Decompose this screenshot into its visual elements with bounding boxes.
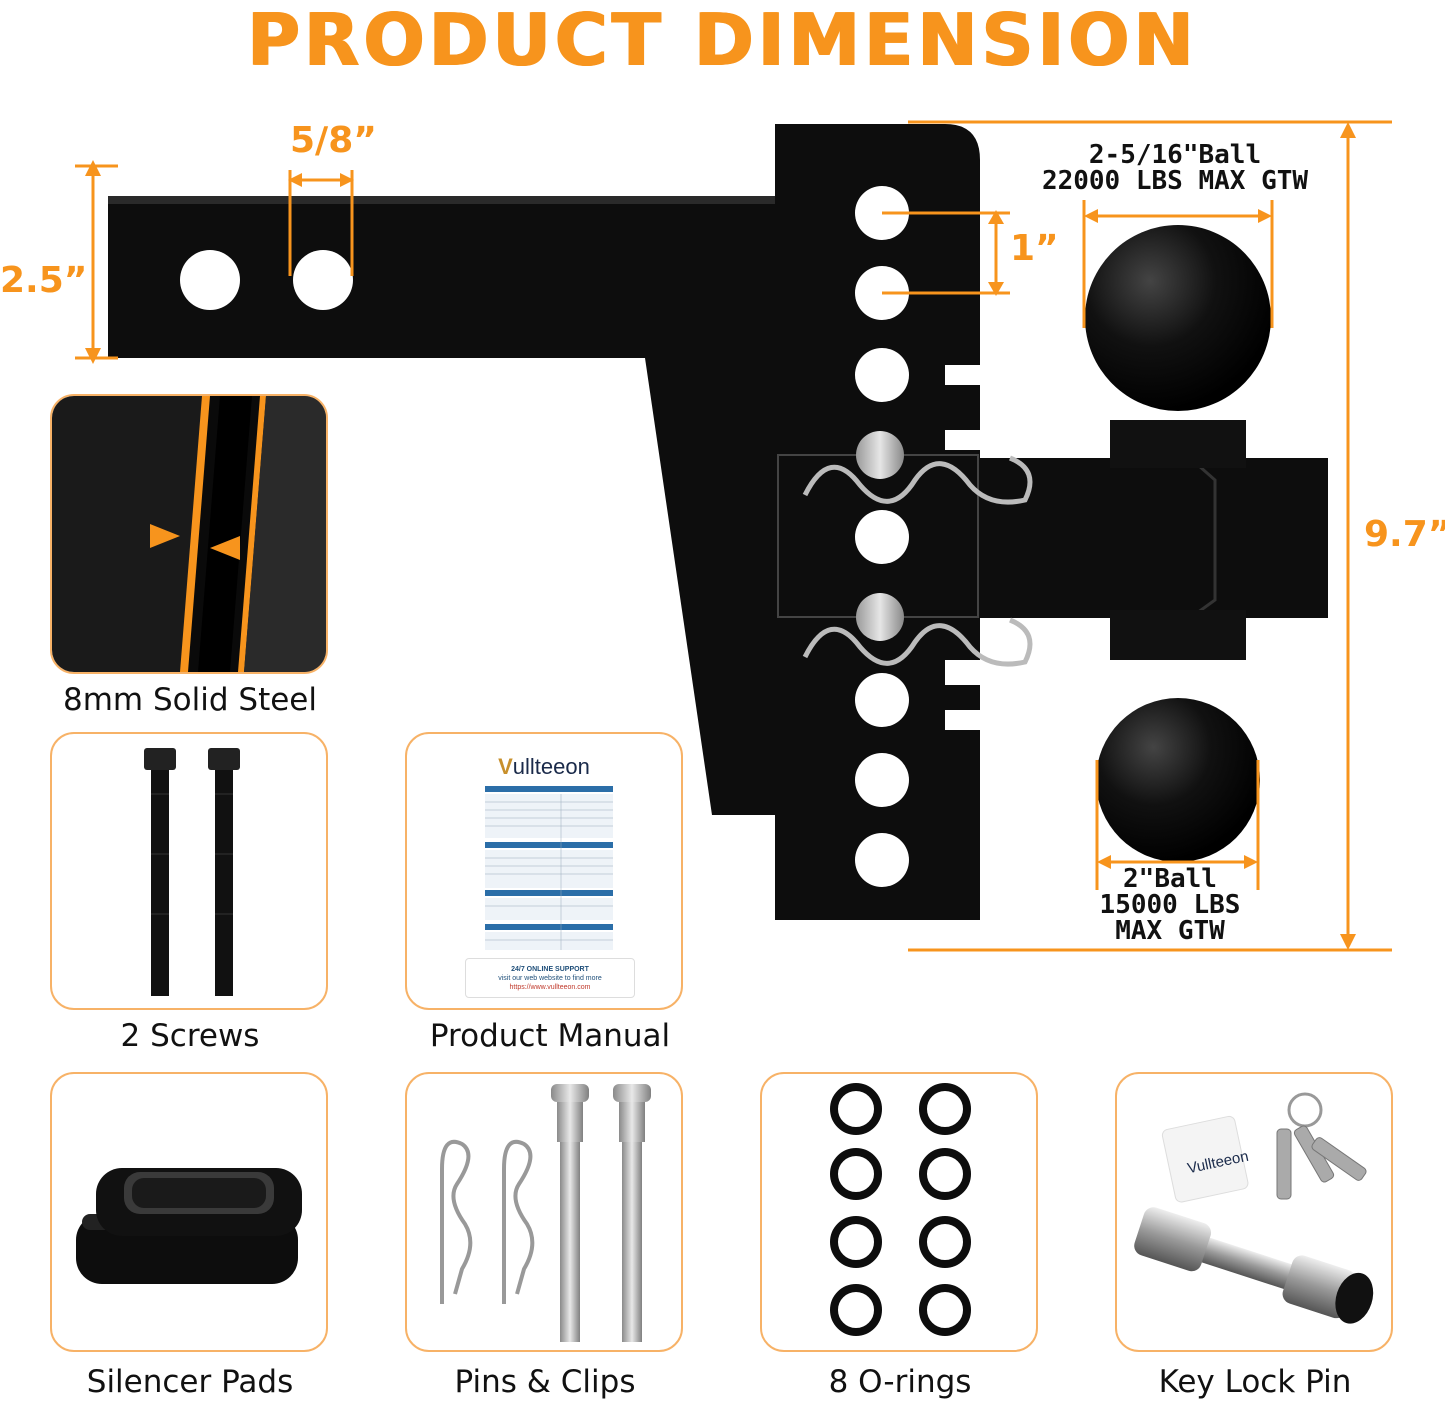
page-title: PRODUCT DIMENSION [247,0,1198,82]
pin-head [856,593,904,641]
pins-clips-card [405,1072,683,1352]
pin-head [856,431,904,479]
key-lock-pin-icon [1134,1092,1374,1324]
ball-holder [940,458,1328,618]
hole-pitch-label: 1” [1010,228,1059,269]
o-rings-caption: 8 O-rings [828,1364,972,1400]
shank-hole [293,250,353,310]
key-lock-pin-card: Vullteeon [1115,1072,1393,1352]
o-rings-icon [830,1083,971,1336]
screws-card [50,732,328,1010]
shank-hole [180,250,240,310]
lower-ball-rating-line2: MAX GTW [1115,916,1225,946]
upper-ball-size: 2-5/16"Ball [1088,140,1262,170]
manual-table-icon [485,786,613,950]
silencer-pads-card [50,1072,328,1352]
support-box: 24/7 ONLINE SUPPORT visit our web websit… [465,958,635,998]
lower-ball-rating-line1: 15000 LBS [1099,890,1241,920]
lower-ball-spec: 2"Ball 15000 LBS MAX GTW [1080,866,1260,944]
r-clip [802,455,1033,505]
hole-spacing-label: 5/8” [290,120,377,161]
ball-mount-hitch-illustration [75,120,1392,952]
manual-card: Vullteeon 24/7 ONLINE SUPPORT visit our … [405,732,683,1010]
steel-caption: 8mm Solid Steel [63,682,317,718]
gusset [645,358,778,815]
lower-ball-size: 2"Ball [1123,864,1217,894]
manual-brand: Vullteeon [498,754,590,779]
manual-caption: Product Manual [429,1018,671,1054]
pins-clips-icon [440,1084,651,1342]
pins-clips-caption: Pins & Clips [454,1364,636,1400]
steel-thickness-card [50,394,328,674]
steel-cross-section-icon [52,396,326,672]
r-clip [802,617,1033,667]
upper-ball-spec: 2-5/16"Ball 22000 LBS MAX GTW [1010,142,1340,194]
ball-2-5-16 [1085,225,1271,411]
ball-2 [1096,698,1260,862]
screws-caption: 2 Screws [120,1018,260,1054]
shank-height-label: 2.5” [0,260,88,301]
silencer-pads-caption: Silencer Pads [86,1364,294,1400]
total-height-label: 9.7” [1364,514,1445,555]
screws-icon [144,748,240,996]
silencer-pads-icon [76,1168,302,1284]
key-lock-pin-caption: Key Lock Pin [1158,1364,1352,1400]
upper-ball-rating: 22000 LBS MAX GTW [1041,166,1309,196]
o-rings-card [760,1072,1038,1352]
